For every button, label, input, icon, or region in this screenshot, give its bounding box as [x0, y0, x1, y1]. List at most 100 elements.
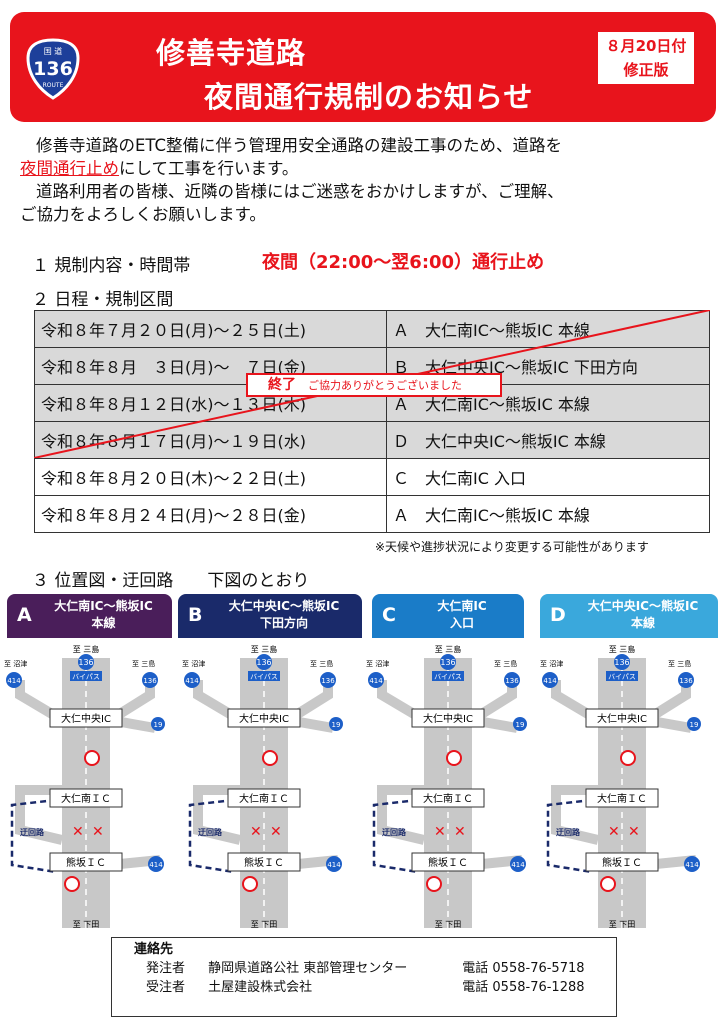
- detour-label: 迂回路: [20, 827, 45, 837]
- no-entry-icon: [446, 750, 462, 766]
- map-title-line1: 大仁中央IC～熊坂IC: [228, 599, 340, 613]
- bypass-sign: [70, 671, 102, 681]
- closure-x-icon: ✕: [434, 824, 446, 840]
- route-414-icon: [542, 672, 558, 688]
- contractor-name: 土屋建設株式会社: [208, 980, 313, 995]
- route-136-side-text: 136: [679, 677, 693, 685]
- ic2-label: 大仁南ＩＣ: [239, 792, 289, 805]
- route-136-icon: [78, 654, 94, 670]
- map-title-line2: 本線: [630, 616, 655, 630]
- contact-orderer: 発注者 静岡県道路公社 東部管理センター 電話 0558-76-5718: [134, 959, 616, 978]
- route-414-south-icon: [148, 856, 164, 872]
- route-414-icon: [6, 672, 22, 688]
- closure-x-icon: ✕: [92, 824, 104, 840]
- map-letter: A: [17, 604, 32, 626]
- schedule-row: 令和８年８月１７日(月)～１９日(水)Ｄ 大仁中央IC～熊坂IC 本線: [34, 421, 710, 459]
- bypass-sign: [606, 671, 638, 681]
- to-mishima-side-label: 至 三島: [494, 659, 517, 668]
- title-line1: 修善寺道路: [156, 36, 307, 70]
- to-mishima-label: 至 三島: [435, 644, 462, 654]
- map-title-line2: 本線: [91, 616, 116, 630]
- intro-line3: 道路利用者の皆様、近隣の皆様にはご迷惑をおかけしますが、ご理解、: [36, 182, 564, 201]
- to-numazu-label: 至 沼津: [182, 659, 205, 668]
- intro-paragraph: 修善寺道路のETC整備に伴う管理用安全通路の建設工事のため、道路を 夜間通行止め…: [20, 134, 710, 226]
- orderer-role: 発注者: [146, 961, 186, 976]
- route-136-icon: [614, 654, 630, 670]
- route-414-icon: [368, 672, 384, 688]
- route-414-text: 414: [369, 677, 383, 685]
- route-19-text: 19: [690, 721, 699, 729]
- closure-x-icon: ✕: [608, 824, 620, 840]
- contact-contractor: 受注者 土屋建設株式会社 電話 0558-76-1288: [134, 978, 616, 997]
- to-mishima-side-label: 至 三島: [310, 659, 333, 668]
- route-19-icon: [329, 717, 343, 731]
- section1-heading: １ 規制内容・時間帯: [32, 256, 191, 276]
- no-entry-icon: [620, 750, 636, 766]
- revision-line1: ８月20日付: [605, 37, 687, 55]
- route-414-text: 414: [7, 677, 21, 685]
- orderer-name: 静岡県道路公社 東部管理センター: [208, 961, 408, 976]
- route-136-side-icon: [504, 672, 520, 688]
- schedule-date: 令和８年７月２０日(月)～２５日(土): [34, 310, 387, 348]
- map-title-line1: 大仁中央IC～熊坂IC: [587, 599, 699, 613]
- to-mishima-label: 至 三島: [73, 644, 100, 654]
- bypass-label: バイパス: [434, 673, 462, 681]
- route-414-text: 414: [543, 677, 557, 685]
- detour-label: 迂回路: [556, 827, 581, 837]
- to-shimoda-label: 至 下田: [251, 920, 278, 929]
- ic3-box: [411, 852, 485, 872]
- intro-line1: 修善寺道路のETC整備に伴う管理用安全通路の建設工事のため、道路を: [36, 136, 563, 155]
- closure-x-icon: ✕: [270, 824, 282, 840]
- route-136-shield-icon: 国 道 136 ROUTE: [26, 38, 80, 100]
- route-136-icon: [440, 654, 456, 670]
- to-numazu-label: 至 沼津: [4, 659, 27, 668]
- schedule-table: 令和８年７月２０日(月)～２５日(土)Ａ 大仁南IC～熊坂IC 本線令和８年８月…: [34, 310, 710, 533]
- no-entry-icon: [426, 876, 442, 892]
- schedule-date: 令和８年８月２０日(木)～２２日(土): [34, 458, 387, 496]
- route-414-south-text: 414: [149, 861, 163, 869]
- schedule-section: Ａ 大仁南IC～熊坂IC 本線: [386, 310, 710, 348]
- ic1-box: [411, 708, 485, 728]
- map-title-line2: 入口: [449, 616, 474, 630]
- closure-x-icon: ✕: [454, 824, 466, 840]
- route-19-text: 19: [154, 721, 163, 729]
- ic2-label: 大仁南ＩＣ: [597, 792, 647, 805]
- route-136-side-text: 136: [321, 677, 335, 685]
- to-shimoda-label: 至 下田: [73, 920, 100, 929]
- route-136-side-text: 136: [505, 677, 519, 685]
- ic3-box: [49, 852, 123, 872]
- no-entry-icon: [262, 750, 278, 766]
- map-letter: B: [188, 604, 203, 626]
- ic2-box: [49, 788, 123, 808]
- bypass-sign: [432, 671, 464, 681]
- section3-heading: ３ 位置図・迂回路 下図のとおり: [32, 571, 310, 591]
- ic1-label: 大仁中央IC: [423, 712, 473, 725]
- to-shimoda-label: 至 下田: [609, 920, 636, 929]
- route-19-icon: [151, 717, 165, 731]
- route-sub: ROUTE: [43, 82, 64, 89]
- contact-heading: 連絡先: [134, 942, 174, 957]
- ic2-label: 大仁南ＩＣ: [423, 792, 473, 805]
- no-entry-icon: [64, 876, 80, 892]
- schedule-section: Ａ 大仁南IC～熊坂IC 本線: [386, 495, 710, 533]
- route-136-text: 136: [256, 658, 271, 667]
- schedule-row: 令和８年８月２４日(月)～２８日(金)Ａ 大仁南IC～熊坂IC 本線: [34, 495, 710, 533]
- map-letter: D: [550, 604, 566, 626]
- contractor-tel: 電話 0558-76-1288: [462, 980, 585, 995]
- route-19-text: 19: [516, 721, 525, 729]
- schedule-row: 令和８年８月２０日(木)～２２日(土)Ｃ 大仁南IC 入口: [34, 458, 710, 496]
- revision-badge: ８月20日付 修正版: [596, 30, 696, 86]
- bypass-label: バイパス: [250, 673, 278, 681]
- ic2-label: 大仁南ＩＣ: [61, 792, 111, 805]
- contractor-role: 受注者: [146, 980, 186, 995]
- ic1-label: 大仁中央IC: [597, 712, 647, 725]
- closure-x-icon: ✕: [628, 824, 640, 840]
- ic2-box: [411, 788, 485, 808]
- to-mishima-side-label: 至 三島: [668, 659, 691, 668]
- map-header-d: D 大仁中央IC～熊坂IC 本線: [540, 594, 718, 638]
- ic3-box: [585, 852, 659, 872]
